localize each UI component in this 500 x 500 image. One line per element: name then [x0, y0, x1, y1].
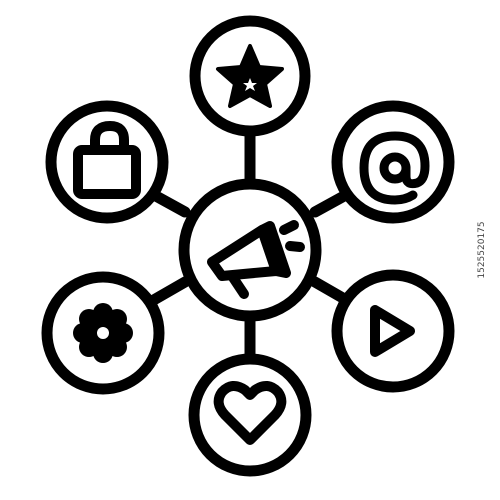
at-sign-icon	[359, 131, 430, 205]
megaphone-icon	[207, 220, 305, 299]
star-icon	[216, 44, 284, 108]
at-sign-node	[331, 100, 455, 224]
play-node	[331, 269, 455, 393]
flower-icon	[73, 303, 133, 363]
flower-node	[41, 271, 165, 395]
play-icon	[370, 305, 415, 357]
watermark-id-text: 1525520175	[477, 221, 487, 279]
heart-icon	[213, 381, 287, 445]
heart-node	[188, 353, 312, 477]
lock-icon	[73, 120, 141, 199]
hub-node	[178, 178, 322, 322]
star-center-icon	[243, 78, 257, 91]
star-node	[189, 15, 311, 137]
lock-node	[45, 100, 169, 224]
